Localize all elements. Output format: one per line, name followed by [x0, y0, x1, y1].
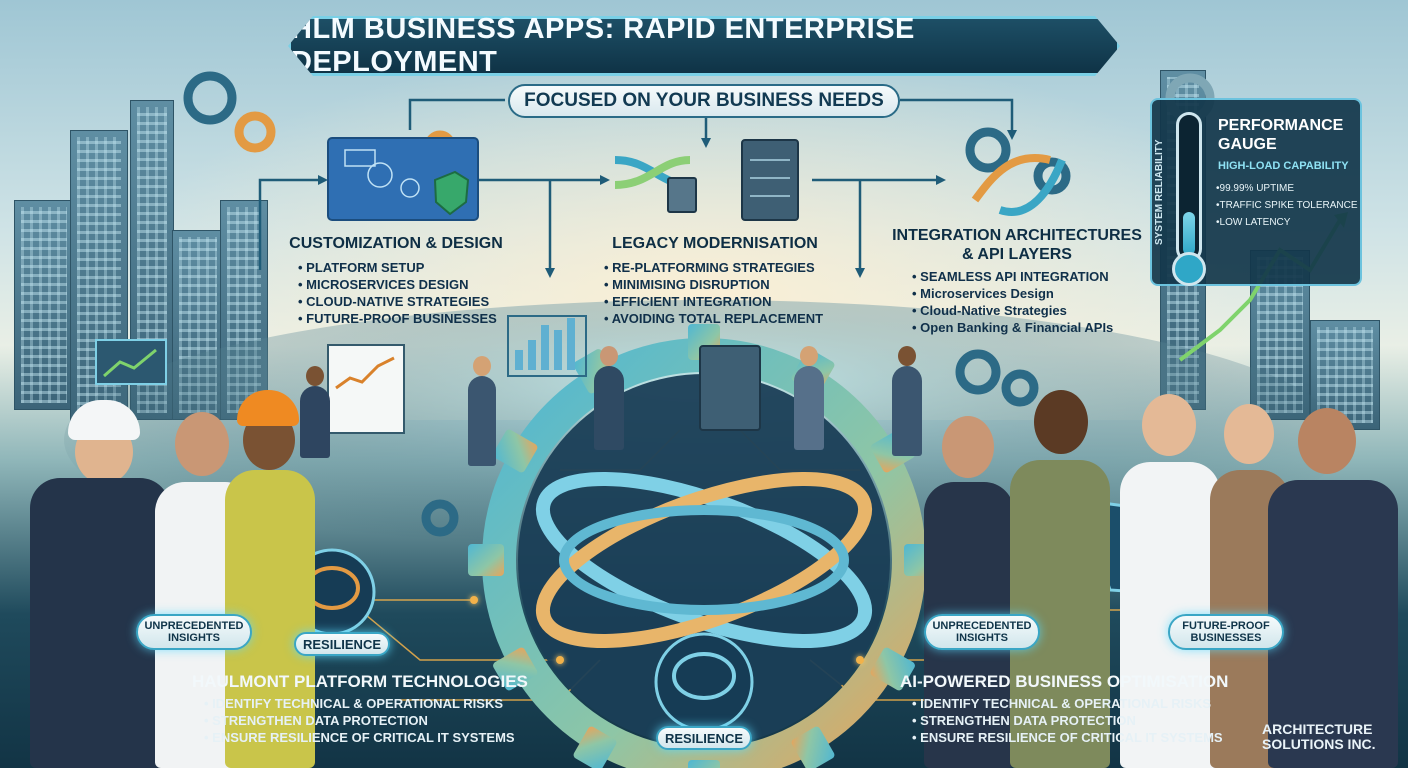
- list-item: ENSURE RESILIENCE OF CRITICAL IT SYSTEMS: [204, 729, 540, 746]
- list-item: SEAMLESS API INTEGRATION: [912, 268, 1148, 285]
- thermometer-fill: [1183, 211, 1195, 255]
- gauge-item: LOW LATENCY: [1216, 214, 1358, 231]
- list-item: IDENTIFY TECHNICAL & OPERATIONAL RISKS: [912, 695, 1236, 712]
- future-proof-pill: FUTURE-PROOF BUSINESSES: [1168, 614, 1284, 650]
- section-heading-line1: INTEGRATION ARCHITECTURES: [892, 227, 1142, 244]
- section-ai: AI-POWERED BUSINESS OPTIMISATION IDENTIF…: [896, 672, 1236, 746]
- logo-line1: ARCHITECTURE: [1262, 721, 1373, 737]
- section-customization: CUSTOMIZATION & DESIGN PLATFORM SETUP MI…: [278, 234, 514, 327]
- resilience-pill-center: RESILIENCE: [656, 726, 752, 750]
- section-heading-line2: & API LAYERS: [962, 246, 1072, 263]
- gauge-subtitle: HIGH-LOAD CAPABILITY: [1218, 160, 1349, 172]
- logo-line2: SOLUTIONS INC.: [1262, 736, 1376, 752]
- pill-text: UNPRECEDENTED: [932, 620, 1032, 632]
- pill-text: FUTURE-PROOF: [1182, 620, 1270, 632]
- pill-text: BUSINESSES: [1190, 632, 1262, 644]
- list-item: ENSURE RESILIENCE OF CRITICAL IT SYSTEMS: [912, 729, 1236, 746]
- gauge-list: 99.99% UPTIME TRAFFIC SPIKE TOLERANCE LO…: [1216, 180, 1358, 231]
- list-item: PLATFORM SETUP: [298, 259, 514, 276]
- list-item: STRENGTHEN DATA PROTECTION: [204, 712, 540, 729]
- insights-pill-left: UNPRECEDENTED INSIGHTS: [136, 614, 252, 650]
- gauge-item: 99.99% UPTIME: [1216, 180, 1358, 197]
- worker-right: [892, 346, 922, 456]
- network-node: [556, 656, 564, 664]
- pill-text: INSIGHTS: [168, 632, 220, 644]
- section-heading: AI-POWERED BUSINESS OPTIMISATION: [900, 672, 1229, 691]
- company-logo: ARCHITECTURE SOLUTIONS INC.: [1262, 722, 1376, 752]
- section-integration: INTEGRATION ARCHITECTURES & API LAYERS S…: [886, 226, 1148, 336]
- building: [1310, 320, 1380, 430]
- business-person-left: [20, 400, 170, 768]
- gauge-item: TRAFFIC SPIKE TOLERANCE: [1216, 197, 1358, 214]
- section-heading: INTEGRATION ARCHITECTURES & API LAYERS: [886, 226, 1148, 264]
- business-man-right-3: [1268, 408, 1398, 768]
- section-heading: LEGACY MODERNISATION: [612, 235, 818, 252]
- worker-presenter: [300, 366, 330, 458]
- building: [14, 200, 74, 410]
- section-legacy: LEGACY MODERNISATION RE-PLATFORMING STRA…: [590, 234, 840, 327]
- worker-center-left: [468, 356, 496, 466]
- list-item: STRENGTHEN DATA PROTECTION: [912, 712, 1236, 729]
- insights-pill-right: UNPRECEDENTED INSIGHTS: [924, 614, 1040, 650]
- pill-text: INSIGHTS: [956, 632, 1008, 644]
- list-item: FUTURE-PROOF BUSINESSES: [298, 310, 514, 327]
- list-item: CLOUD-NATIVE STRATEGIES: [298, 293, 514, 310]
- pill-text: UNPRECEDENTED: [144, 620, 244, 632]
- gauge-title: PERFORMANCE GAUGE: [1218, 117, 1344, 153]
- page-title: HLM BUSINESS APPS: RAPID ENTERPRISE DEPL…: [291, 13, 915, 78]
- title-banner: HLM BUSINESS APPS: RAPID ENTERPRISE DEPL…: [288, 16, 1120, 76]
- worker-center: [594, 346, 624, 450]
- gauge-side-label: SYSTEM RELIABILITY: [1154, 139, 1165, 245]
- list-item: Open Banking & Financial APIs: [912, 319, 1148, 336]
- resilience-pill-left: RESILIENCE: [294, 632, 390, 656]
- list-item: Microservices Design: [912, 285, 1148, 302]
- subtitle-pill: FOCUSED ON YOUR BUSINESS NEEDS: [508, 84, 900, 118]
- section-haulmont: HAULMONT PLATFORM TECHNOLOGIES IDENTIFY …: [180, 672, 540, 746]
- section-heading: CUSTOMIZATION & DESIGN: [289, 235, 503, 252]
- network-node: [856, 656, 864, 664]
- pill-text: RESILIENCE: [664, 730, 743, 746]
- list-item: EFFICIENT INTEGRATION: [604, 293, 840, 310]
- worker-center-right: [794, 346, 824, 450]
- list-item: RE-PLATFORMING STRATEGIES: [604, 259, 840, 276]
- thermometer-bulb: [1172, 252, 1206, 286]
- network-node: [470, 596, 478, 604]
- pill-text: RESILIENCE: [302, 636, 381, 652]
- list-item: AVOIDING TOTAL REPLACEMENT: [604, 310, 840, 327]
- thermometer-icon: [1176, 112, 1202, 262]
- section-heading: HAULMONT PLATFORM TECHNOLOGIES: [192, 672, 528, 691]
- list-item: MINIMISING DISRUPTION: [604, 276, 840, 293]
- page-subtitle: FOCUSED ON YOUR BUSINESS NEEDS: [524, 90, 884, 111]
- list-item: Cloud-Native Strategies: [912, 302, 1148, 319]
- list-item: MICROSERVICES DESIGN: [298, 276, 514, 293]
- list-item: IDENTIFY TECHNICAL & OPERATIONAL RISKS: [204, 695, 540, 712]
